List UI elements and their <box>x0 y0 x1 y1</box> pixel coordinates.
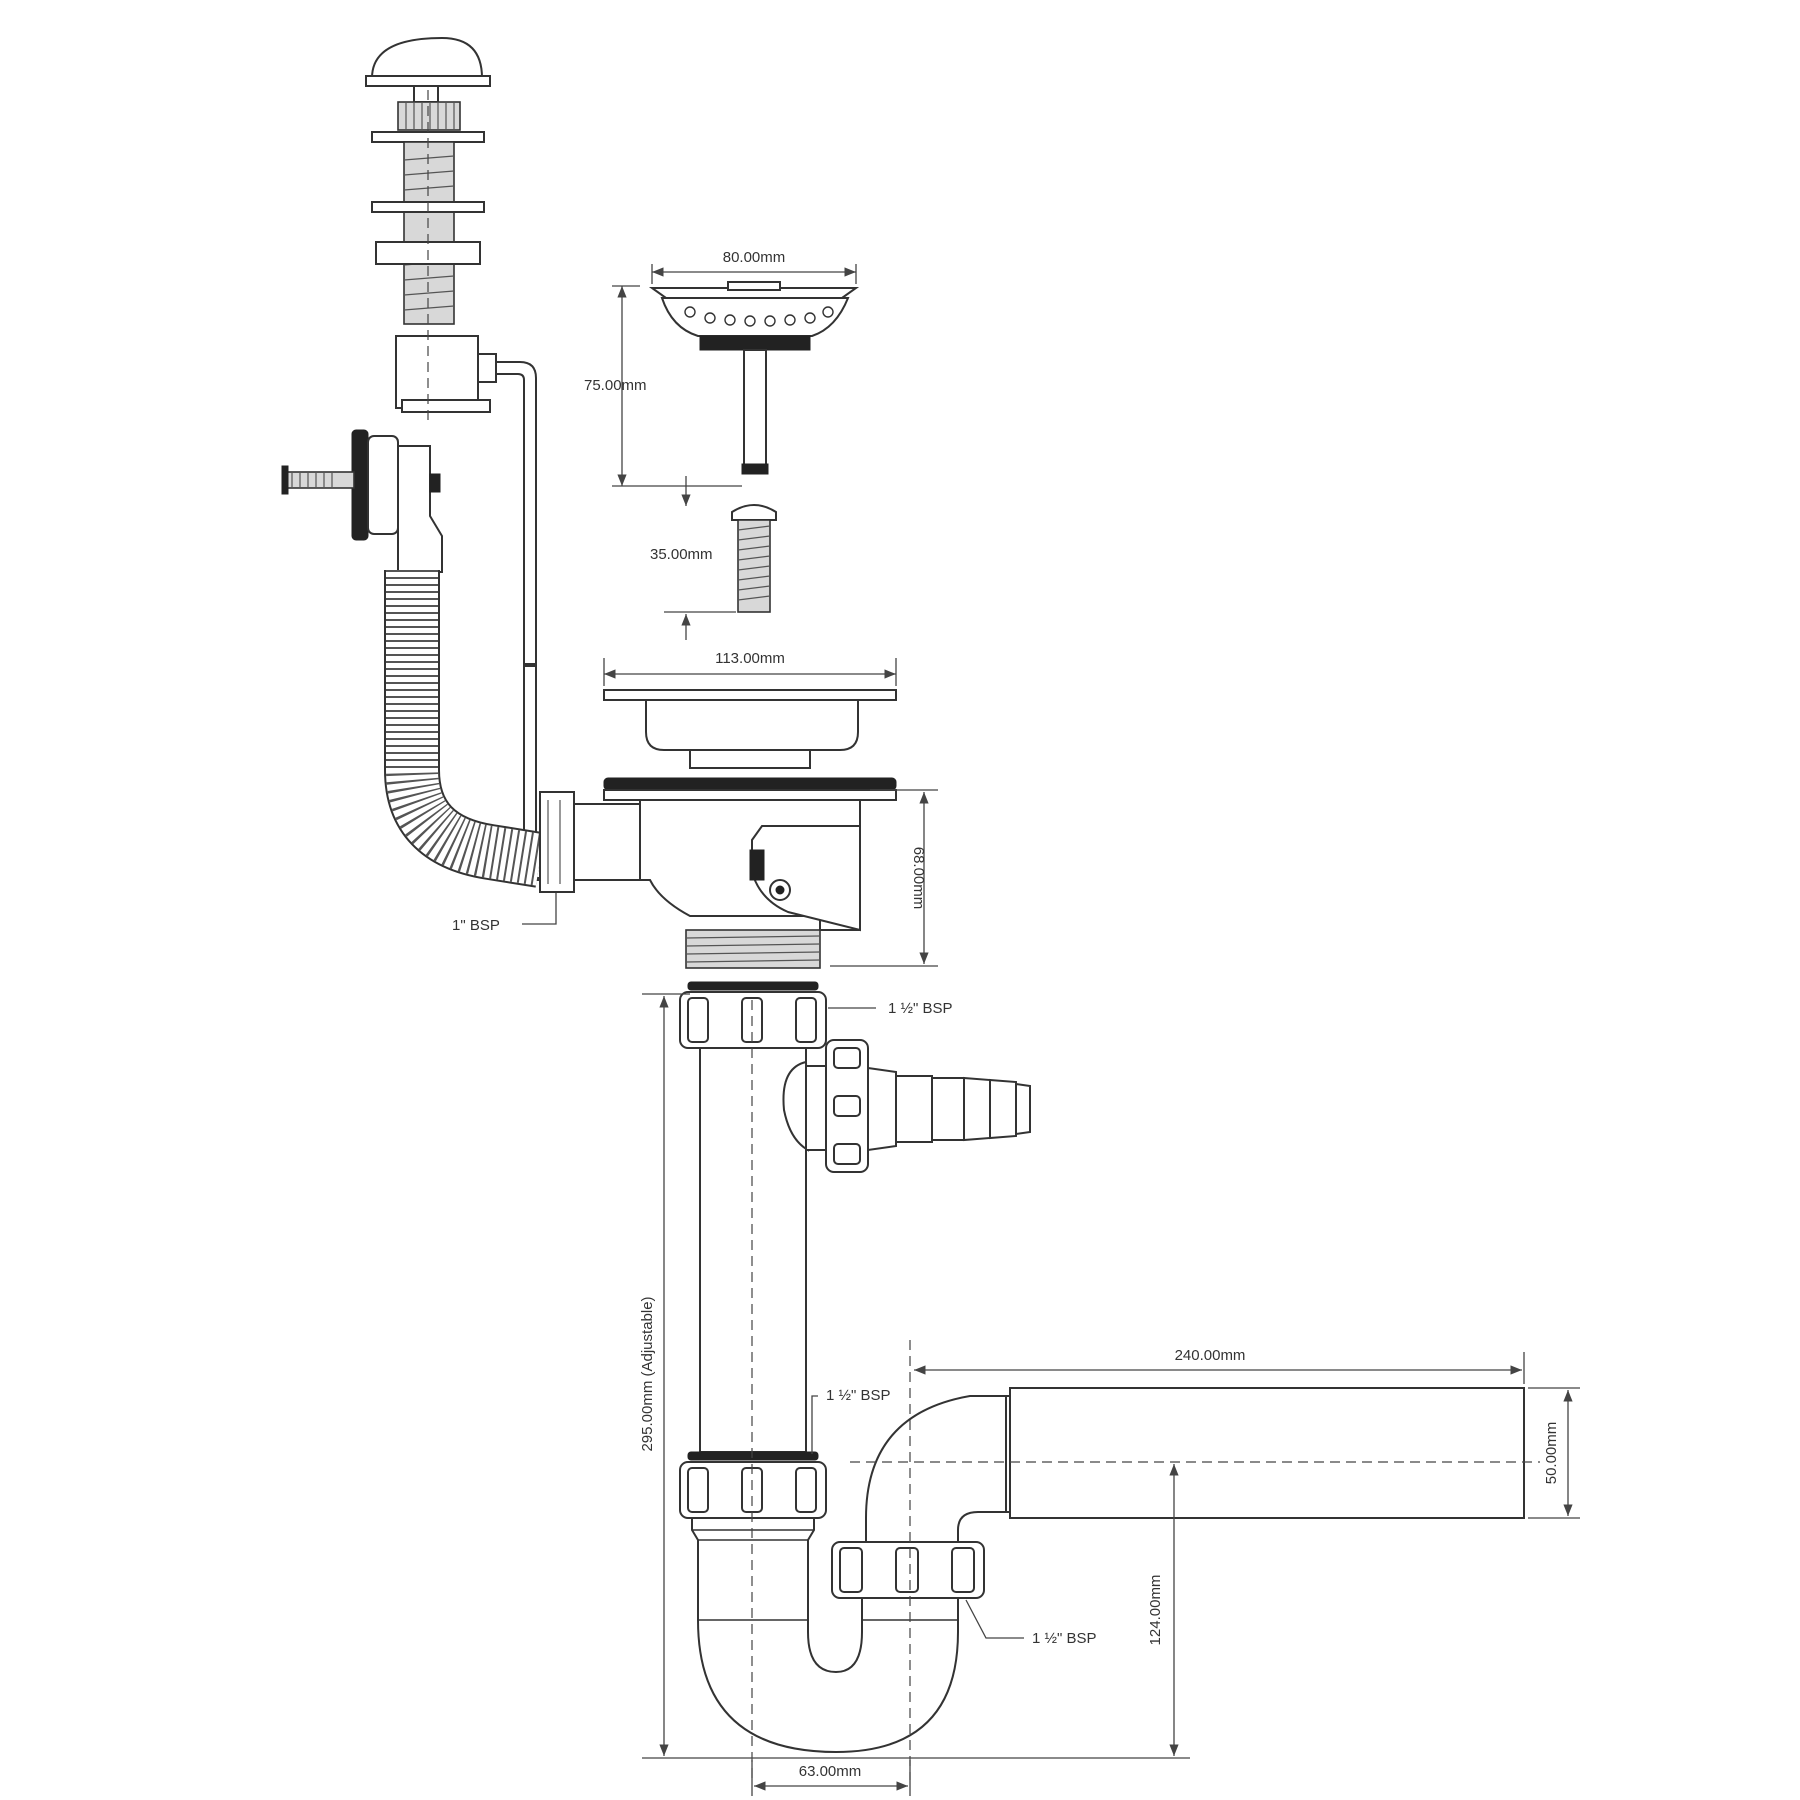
dim-outlet-diameter: 50.00mm <box>1528 1387 1580 1519</box>
bottom-nut-bsp-callout: 1 ½" BSP <box>965 1599 1097 1647</box>
dim-strainer-diameter: 80.00mm <box>651 249 857 284</box>
middle-nut-bsp-callout: 1 ½" BSP <box>811 1387 891 1454</box>
dim-body-height: 68.00mm <box>830 789 938 967</box>
overflow-housing-base <box>401 399 491 413</box>
sink-waste-body <box>539 689 897 969</box>
side-inlet-spigot <box>931 1076 1031 1142</box>
overflow-housing <box>395 335 479 409</box>
sink-flange <box>603 689 897 701</box>
dim-flange-diameter-label: 113.00mm <box>715 650 785 667</box>
overflow-inlet <box>281 429 443 573</box>
dim-trap-height-label: 295.00mm (Adjustable) <box>639 1296 656 1451</box>
dim-flange-diameter: 113.00mm <box>603 650 897 686</box>
overflow-knurled-ring <box>397 101 461 131</box>
overflow-screw-head <box>281 465 289 495</box>
overflow-inlet-nut <box>539 791 575 893</box>
connecting-screw <box>731 504 777 613</box>
strainer-bowl <box>660 297 850 337</box>
overflow-tube-upper <box>495 361 537 665</box>
overflow-button-assembly <box>365 36 497 420</box>
strainer-knob <box>727 281 781 291</box>
overflow-inlet-pipe <box>569 803 641 881</box>
outlet-elbow <box>865 1395 1007 1543</box>
overflow-screw <box>283 471 355 489</box>
bottom-nut-bsp-label: 1 ½" BSP <box>1032 1630 1097 1647</box>
dim-screw-length-label: 35.00mm <box>650 546 713 563</box>
insert-base <box>689 749 811 769</box>
trap-centerlines <box>751 1000 1540 1780</box>
dim-strainer-height-label: 75.00mm <box>584 377 647 394</box>
screw-head <box>731 504 777 521</box>
overflow-bsp-callout: 1" BSP <box>452 890 557 934</box>
overflow-inlet-plate <box>367 435 399 535</box>
top-nut-bsp-callout: 1 ½" BSP <box>828 1000 953 1017</box>
dim-body-height-label: 68.00mm <box>910 847 927 910</box>
side-inlet-taper <box>867 1066 897 1152</box>
overflow-housing-outlet <box>477 353 497 383</box>
dim-trap-height: 295.00mm (Adjustable) <box>639 993 1190 1759</box>
connector-clamp <box>749 849 765 881</box>
overflow-cap <box>370 36 484 79</box>
strainer-stem <box>743 349 767 469</box>
middle-nut-bsp-label: 1 ½" BSP <box>826 1387 891 1404</box>
overflow-corrugated-hose <box>384 570 545 888</box>
strainer-holes <box>684 306 834 327</box>
top-nut-bsp-label: 1 ½" BSP <box>888 1000 953 1017</box>
outlet-pipe <box>1009 1387 1525 1519</box>
overflow-threaded-shaft <box>403 141 455 325</box>
overflow-screw-threads <box>291 472 333 488</box>
sink-bowl-insert <box>645 699 859 751</box>
body-flange <box>603 789 897 801</box>
overflow-bsp-label: 1" BSP <box>452 917 500 934</box>
dim-strainer-height: 75.00mm <box>584 285 742 487</box>
top-washer <box>687 981 819 991</box>
overflow-bsp-leader <box>522 890 557 925</box>
dim-outlet-height: 124.00mm <box>1147 1464 1179 1756</box>
dim-strainer-diameter-label: 80.00mm <box>723 249 786 266</box>
screw-threads <box>737 525 771 601</box>
overflow-inlet-clip <box>429 473 441 493</box>
strainer-stem-tip <box>741 463 769 475</box>
connector-screw-center <box>775 885 785 895</box>
dim-trap-width-label: 63.00mm <box>799 1763 862 1780</box>
body-thread-lines <box>685 935 821 963</box>
flange-gasket <box>603 777 897 791</box>
dim-outlet-length-label: 240.00mm <box>1175 1347 1246 1364</box>
dim-screw-length: 35.00mm <box>650 476 736 640</box>
dim-outlet-diameter-label: 50.00mm <box>1543 1422 1560 1485</box>
overflow-stem <box>413 85 439 103</box>
trap-u-bend <box>691 1517 959 1754</box>
knurl-lines <box>405 102 455 130</box>
dim-trap-width: 63.00mm <box>751 1760 911 1796</box>
strainer-seal <box>699 335 811 351</box>
dim-outlet-height-label: 124.00mm <box>1147 1575 1164 1646</box>
bottle-trap <box>679 981 1525 1754</box>
side-inlet-dome <box>782 1060 810 1152</box>
overflow-cap-rim <box>365 75 491 87</box>
overflow-inlet-body <box>397 445 443 573</box>
strainer-basket <box>648 281 860 475</box>
dim-outlet-length: 240.00mm <box>914 1347 1525 1384</box>
